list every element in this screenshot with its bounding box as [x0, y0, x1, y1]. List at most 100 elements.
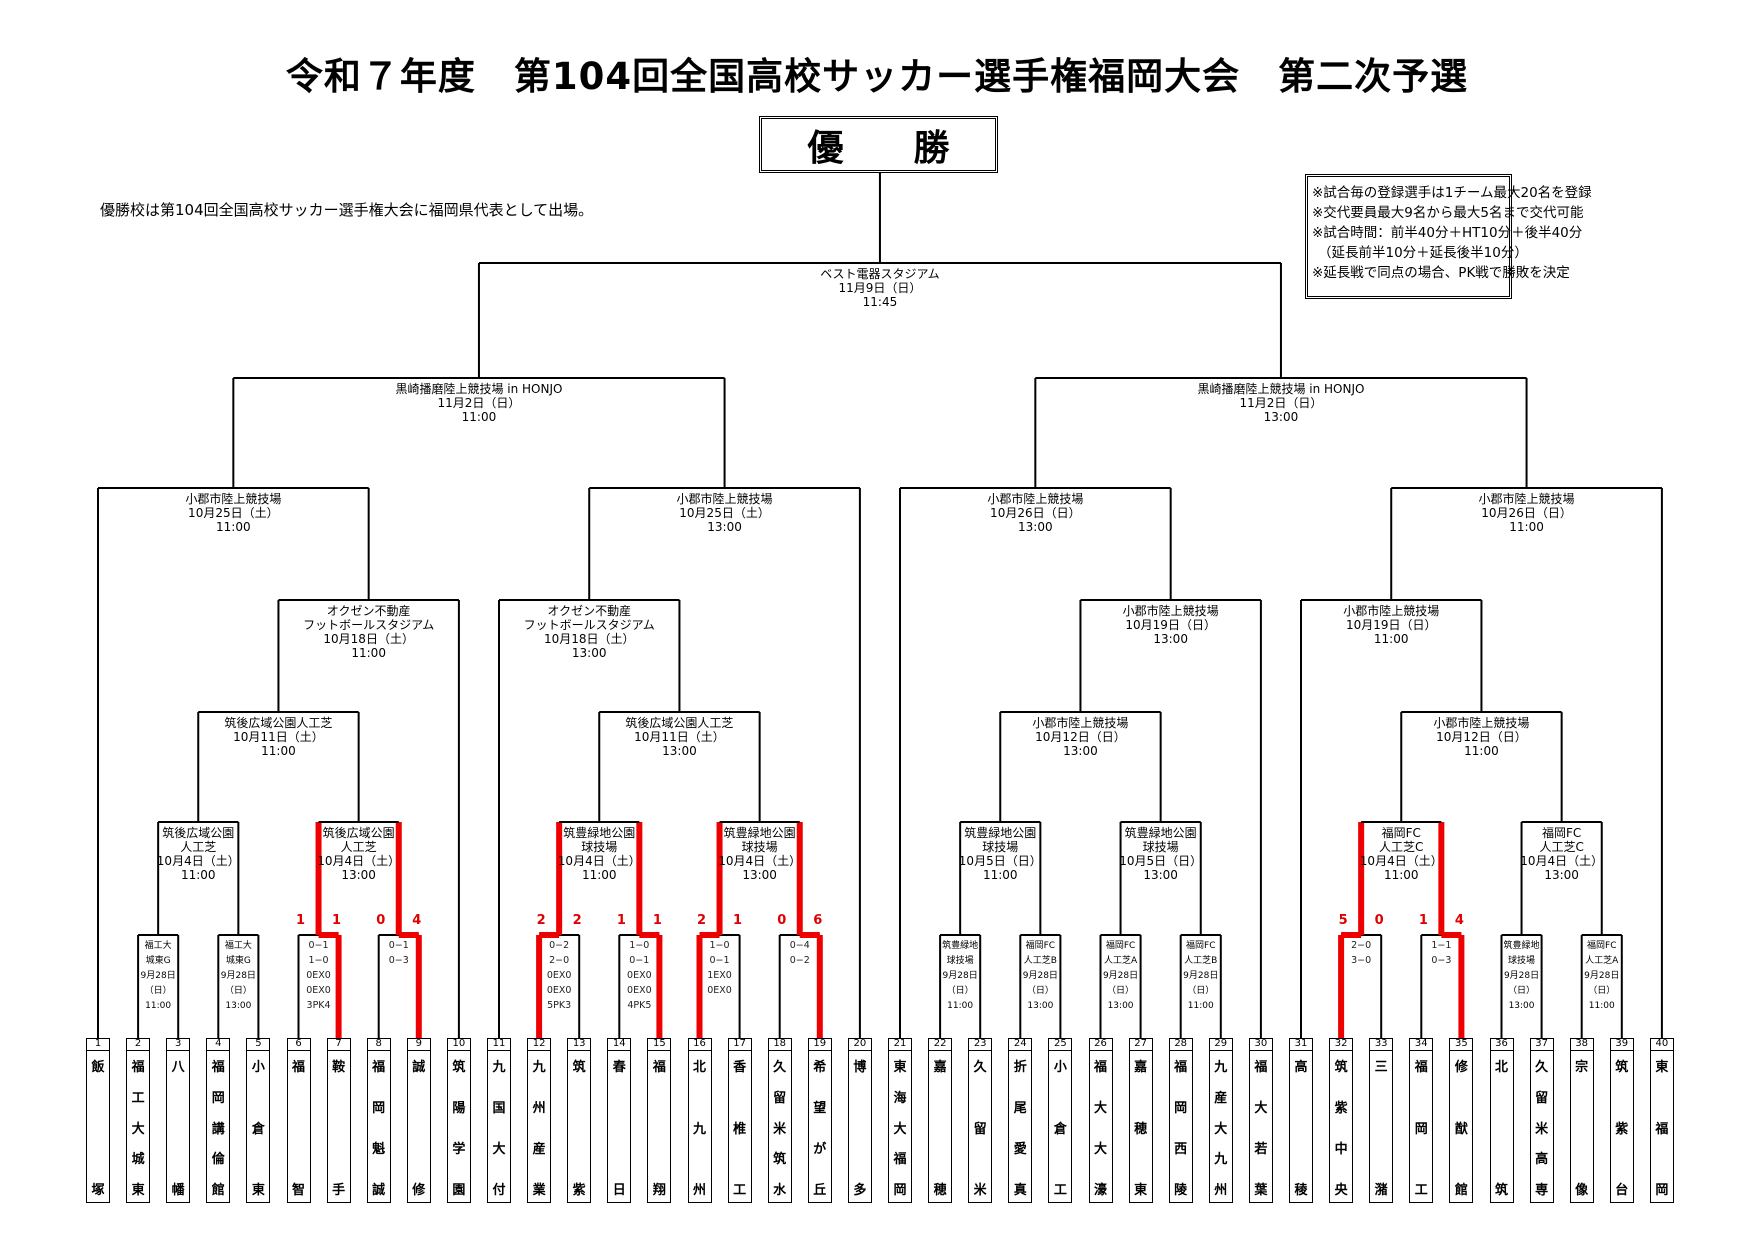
team-number: 3 [167, 1039, 190, 1051]
match-score: 1 [733, 913, 743, 928]
venue-line: 10月12日（日） [1436, 730, 1527, 744]
venue-line: 9月28日 [1102, 971, 1139, 981]
team-name: 福智 [291, 1060, 305, 1198]
venue-line: 人工芝B [1184, 956, 1218, 966]
team-number: 25 [1049, 1039, 1072, 1051]
venue-line: 11:00 [1373, 632, 1409, 646]
team-name: 九国大付 [492, 1060, 506, 1198]
team-slot: 6 福智 [286, 1038, 311, 1203]
venue-line: 筑豊緑地 [1503, 941, 1540, 951]
team-number: 24 [1009, 1039, 1032, 1051]
team-name: 北九州 [692, 1060, 706, 1198]
team-name: 誠修 [412, 1060, 426, 1198]
result-line: 0−1 [308, 940, 329, 951]
venue-line: 11:00 [982, 868, 1018, 882]
team-name: 福大若葉 [1254, 1060, 1268, 1198]
result-line: 0EX0 [546, 985, 572, 996]
team-number: 9 [407, 1039, 430, 1051]
team-number: 39 [1610, 1039, 1633, 1051]
match-score: 1 [616, 913, 626, 928]
result-line: 1−0 [308, 955, 329, 966]
team-name: 福翔 [652, 1060, 666, 1198]
venue-line: 10月4日（土） [317, 854, 401, 868]
venue-line: 11:00 [1509, 520, 1544, 534]
venue-line: 10月18日（土） [543, 632, 635, 646]
result-line: 2−0 [1351, 940, 1372, 951]
team-name: 筑紫台 [1615, 1060, 1629, 1198]
venue-line: 9月28日 [1022, 971, 1058, 981]
venue-line: 福岡FC [1541, 826, 1582, 840]
venue-line: 球技場 [1142, 840, 1179, 854]
venue-line: 人工芝C [1539, 840, 1584, 854]
venue-line: 9月28日 [1503, 971, 1540, 981]
venue-line: 11:00 [947, 1001, 974, 1011]
team-number: 33 [1370, 1039, 1393, 1051]
team-number: 16 [688, 1039, 711, 1051]
team-name: 博多 [853, 1060, 867, 1198]
venue-line: 10月18日（土） [323, 632, 414, 646]
venue-line: 人工芝A [1103, 956, 1138, 966]
venue-line: 10月19日（日） [1125, 618, 1216, 632]
venue-line: オクゼン不動産 [326, 604, 411, 618]
venue-line: 小郡市陸上競技場 [1343, 604, 1440, 618]
match-score: 0 [376, 913, 386, 928]
team-number: 1 [87, 1039, 109, 1051]
venue-line: 10月26日（日） [990, 506, 1081, 520]
match-score: 2 [536, 913, 546, 928]
team-slot: 16 北九州 [687, 1038, 712, 1203]
venue-line: （日） [1508, 986, 1536, 996]
venue-line: 10月5日（日） [958, 854, 1042, 868]
champion-label-1: 優 [807, 127, 844, 169]
result-line: 0−2 [789, 955, 810, 966]
venue-line: 小郡市陸上競技場 [1433, 716, 1530, 730]
venue-line: 11:00 [581, 868, 617, 882]
venue-line: 9月28日 [942, 971, 978, 981]
venue-line: 黒崎播磨陸上競技場 in HONJO [395, 382, 563, 396]
venue-line: 筑後広域公園 [162, 826, 235, 840]
venue-line: 10月12日（日） [1035, 730, 1126, 744]
venue-line: 13:00 [1027, 1001, 1054, 1011]
venue-line: 10月4日（土） [718, 854, 802, 868]
result-line: 1−0 [629, 940, 650, 951]
venue-line: 10月26日（日） [1481, 506, 1572, 520]
venue-line: 11:00 [180, 868, 216, 882]
match-score: 1 [332, 913, 342, 928]
team-name: 福岡西陵 [1174, 1060, 1188, 1198]
team-name: 九州産業 [532, 1060, 546, 1198]
venue-line: ベスト電器スタジアム [820, 267, 940, 281]
team-number: 15 [648, 1039, 671, 1051]
team-number: 8 [367, 1039, 390, 1051]
venue-line: 人工芝 [340, 840, 377, 854]
team-name: 三潴 [1374, 1060, 1388, 1198]
venue-line: 筑後広域公園人工芝 [224, 716, 333, 730]
venue-line: 11:00 [145, 1001, 172, 1011]
result-line: 0EX0 [306, 970, 331, 981]
team-number: 26 [1089, 1039, 1112, 1051]
team-number: 6 [287, 1039, 310, 1051]
